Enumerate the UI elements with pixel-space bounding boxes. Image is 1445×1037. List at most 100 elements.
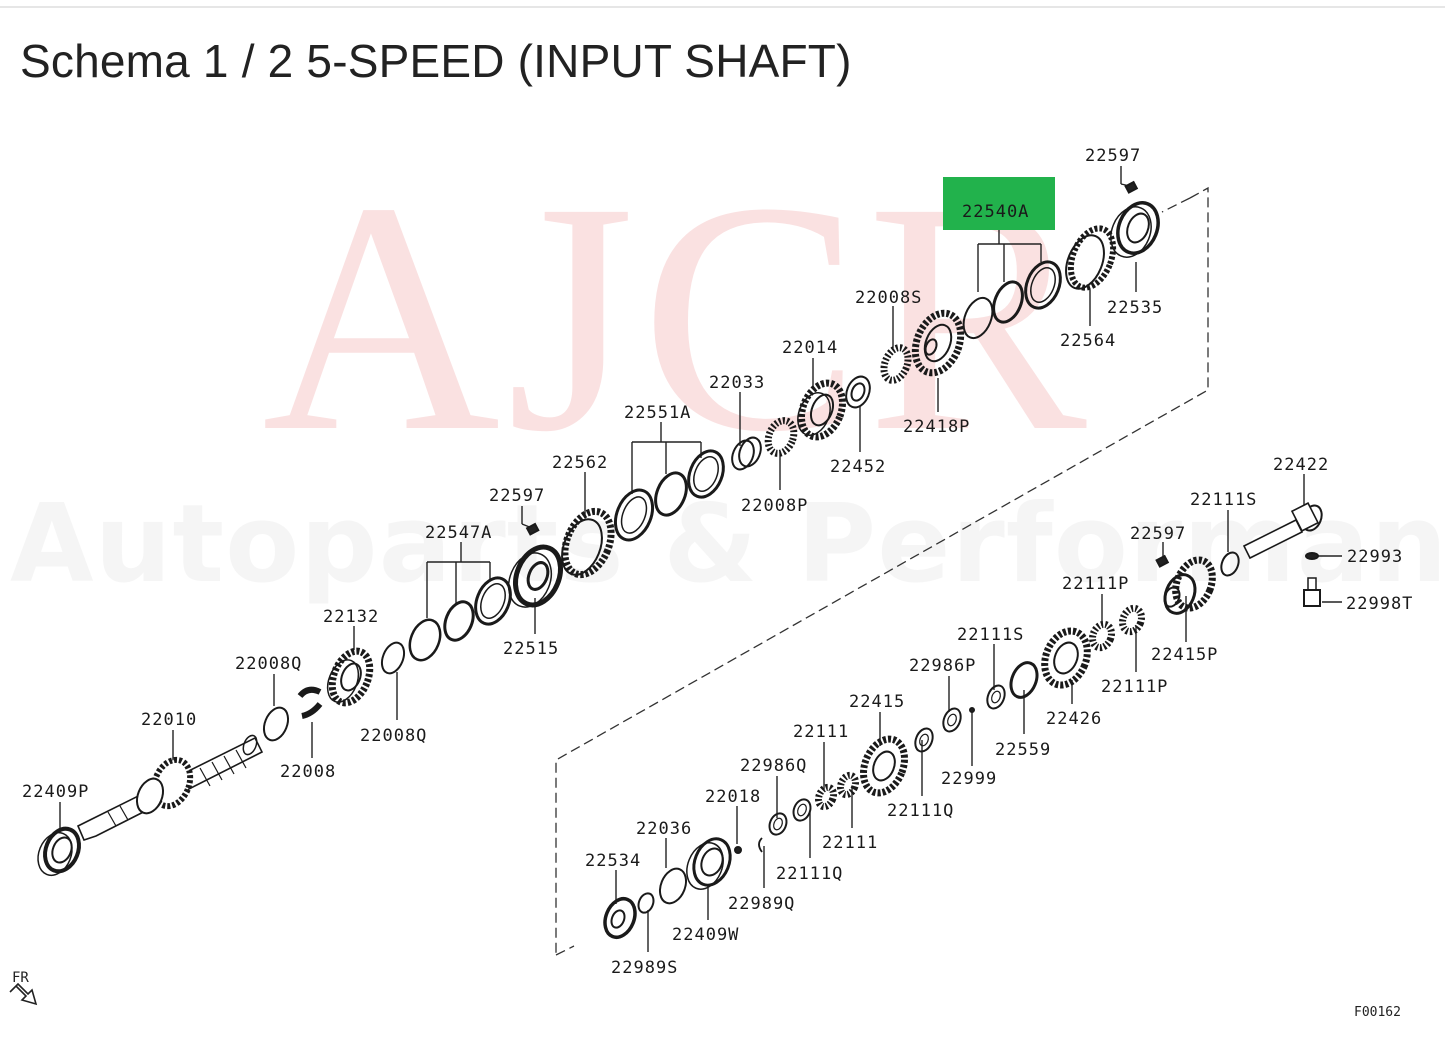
label-22111-b[interactable]: 22111	[822, 833, 878, 853]
front-arrow-icon	[9, 982, 38, 1006]
washer-22111S-a[interactable]	[1218, 550, 1242, 578]
ball-bearing-22409W[interactable]	[680, 833, 737, 894]
label-22111Q-a[interactable]: 22111Q	[887, 801, 954, 821]
label-22033[interactable]: 22033	[709, 373, 765, 393]
input-shaft-22010[interactable]	[76, 733, 264, 841]
snap-ring-22989S[interactable]	[636, 891, 656, 915]
needle-bearing-22111P-a[interactable]	[1089, 620, 1115, 652]
plug-22993[interactable]	[1305, 552, 1319, 560]
label-22559[interactable]: 22559	[995, 740, 1051, 760]
label-22597-top[interactable]: 22597	[1085, 146, 1141, 166]
collar-22452[interactable]	[842, 373, 874, 411]
label-22111P-b[interactable]: 22111P	[1101, 677, 1168, 697]
label-22535[interactable]: 22535	[1107, 298, 1163, 318]
label-22547A[interactable]: 22547A	[425, 523, 492, 543]
dashed-frame	[555, 186, 1209, 956]
snap-ring-22989Q[interactable]	[758, 837, 763, 853]
leader-lines	[59, 166, 1342, 952]
page-title: Schema 1 / 2 5-SPEED (INPUT SHAFT)	[20, 35, 852, 87]
label-22008P[interactable]: 22008P	[741, 496, 808, 516]
label-22422[interactable]: 22422	[1273, 455, 1329, 475]
synchro-ring-set-22551A[interactable]	[608, 446, 729, 546]
label-22010[interactable]: 22010	[141, 710, 197, 730]
needle-bearing-22008[interactable]	[297, 686, 323, 719]
ring-22036[interactable]	[655, 865, 691, 907]
label-22132[interactable]: 22132	[323, 607, 379, 627]
ring-22559[interactable]	[1006, 659, 1042, 701]
label-22415[interactable]: 22415	[849, 692, 905, 712]
label-22008Q-a[interactable]: 22008Q	[235, 654, 302, 674]
washer-22008Q-b[interactable]	[378, 639, 409, 676]
top-divider	[0, 6, 1445, 8]
gear-22415[interactable]	[856, 733, 912, 799]
label-22415P[interactable]: 22415P	[1151, 645, 1218, 665]
gear-22415P[interactable]	[1160, 554, 1220, 617]
washer-22986P[interactable]	[940, 706, 964, 734]
label-22014[interactable]: 22014	[782, 338, 838, 358]
label-22426[interactable]: 22426	[1046, 709, 1102, 729]
label-22999[interactable]: 22999	[941, 769, 997, 789]
label-22008S[interactable]: 22008S	[855, 288, 922, 308]
label-22018[interactable]: 22018	[705, 787, 761, 807]
sleeve-22033[interactable]	[728, 434, 765, 472]
label-22534[interactable]: 22534	[585, 851, 641, 871]
sleeve-22562[interactable]	[554, 505, 619, 582]
sleeve-22564[interactable]	[1059, 222, 1121, 294]
ball-22999[interactable]	[969, 707, 975, 713]
label-22515[interactable]: 22515	[503, 639, 559, 659]
label-22409P[interactable]: 22409P	[22, 782, 89, 802]
washer-22986Q[interactable]	[766, 811, 789, 837]
label-22989Q[interactable]: 22989Q	[728, 894, 795, 914]
label-22008[interactable]: 22008	[280, 762, 336, 782]
part-labels: 22597 22540A 22535 22564 22008S 22418P 2…	[22, 146, 1413, 978]
pin-22597-low[interactable]	[1155, 554, 1170, 568]
synchro-ring-set-22547A[interactable]	[404, 573, 517, 665]
ball-22018[interactable]	[734, 846, 742, 854]
synchro-hub-22535[interactable]	[1104, 197, 1166, 263]
label-22986P[interactable]: 22986P	[909, 656, 976, 676]
needle-bearing-22111-b[interactable]	[837, 771, 859, 799]
bolt-22998T[interactable]	[1303, 577, 1321, 607]
label-22993[interactable]: 22993	[1347, 547, 1403, 567]
label-22418P[interactable]: 22418P	[903, 417, 970, 437]
countershaft-22422[interactable]	[1242, 502, 1325, 560]
label-22597-mid[interactable]: 22597	[489, 486, 545, 506]
synchro-hub-22515[interactable]	[501, 540, 569, 613]
label-22036[interactable]: 22036	[636, 819, 692, 839]
label-22562[interactable]: 22562	[552, 453, 608, 473]
selected-part-highlight[interactable]	[943, 177, 1055, 230]
label-22008Q-b[interactable]: 22008Q	[360, 726, 427, 746]
label-22111S-b[interactable]: 22111S	[957, 625, 1024, 645]
cover-22534[interactable]	[600, 894, 641, 942]
gear-22418P[interactable]	[907, 306, 969, 379]
label-22540A[interactable]: 22540A	[962, 202, 1029, 222]
gear-22426[interactable]	[1037, 625, 1095, 692]
front-direction-label: FR	[12, 970, 29, 986]
needle-bearing-22008S[interactable]	[879, 344, 912, 384]
washer-22111Q-b[interactable]	[790, 797, 813, 823]
pin-22597-mid[interactable]	[525, 522, 540, 536]
washer-22111Q-a[interactable]	[912, 726, 936, 754]
ball-bearing-22409P[interactable]	[32, 824, 85, 881]
needle-bearing-22111-a[interactable]	[815, 783, 837, 811]
label-22452[interactable]: 22452	[830, 457, 886, 477]
label-22989S[interactable]: 22989S	[611, 958, 678, 978]
label-22986Q[interactable]: 22986Q	[740, 756, 807, 776]
gear-22014[interactable]	[792, 377, 850, 443]
label-22111Q-b[interactable]: 22111Q	[776, 864, 843, 884]
washer-22111S-b[interactable]	[984, 683, 1008, 711]
label-22409W[interactable]: 22409W	[672, 925, 739, 945]
label-22597-low[interactable]: 22597	[1130, 524, 1186, 544]
label-22111S-a[interactable]: 22111S	[1190, 490, 1257, 510]
label-22551A[interactable]: 22551A	[624, 403, 691, 423]
needle-bearing-22111P-b[interactable]	[1119, 604, 1145, 636]
label-22111-a[interactable]: 22111	[793, 722, 849, 742]
washer-22008Q-a[interactable]	[259, 704, 292, 744]
label-22111P-a[interactable]: 22111P	[1062, 574, 1129, 594]
pin-22597-top[interactable]	[1124, 180, 1139, 194]
synchro-ring-set-22540A[interactable]	[958, 257, 1067, 343]
label-22564[interactable]: 22564	[1060, 331, 1116, 351]
label-22998T[interactable]: 22998T	[1346, 594, 1413, 614]
gear-22132[interactable]	[322, 646, 377, 709]
needle-bearing-22008P[interactable]	[764, 417, 799, 458]
